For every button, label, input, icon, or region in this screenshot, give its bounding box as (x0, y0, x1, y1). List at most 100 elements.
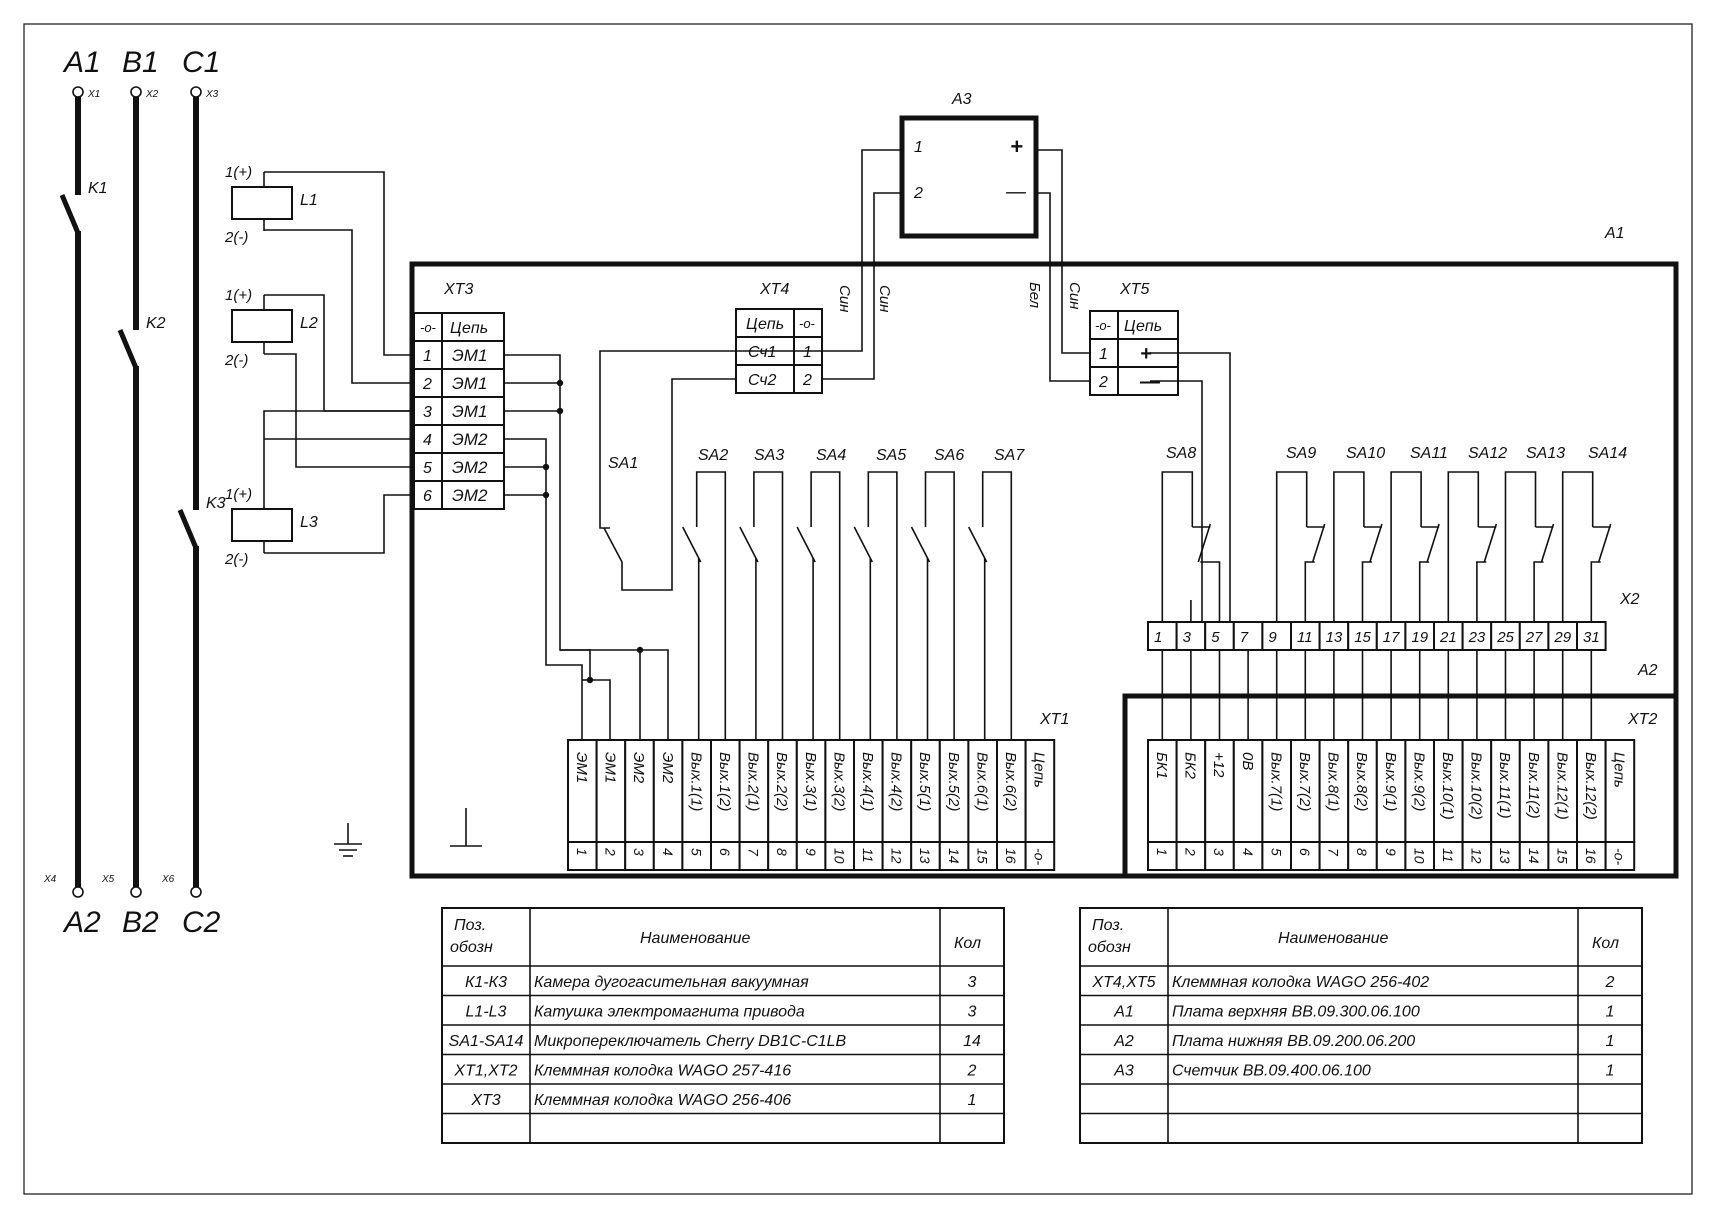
xt1-pin-number: 13 (917, 848, 933, 864)
switch-wire (981, 471, 1013, 740)
coil-wire (263, 410, 414, 494)
xt1-cell (910, 739, 941, 843)
table-cell-pos: SA1-SA14 (449, 1033, 524, 1050)
table-cell-pos: К1-К3 (465, 974, 507, 991)
switch-wire (924, 471, 955, 740)
switch-wire (810, 471, 841, 740)
xt1-pin-number: 1 (574, 848, 590, 856)
switch-wire (1476, 561, 1487, 622)
table-cell-qty: 1 (1606, 1063, 1615, 1080)
switch-label-SA5: SA5 (876, 447, 906, 464)
xt4-head-icon: -o- (799, 316, 816, 331)
junction-dot (556, 407, 564, 415)
xt2-pin-label: Вых.9(1) (1382, 752, 1399, 811)
xt1-pin-label: Вых.2(1) (745, 752, 762, 811)
xt3-pin-number: 3 (423, 404, 432, 421)
xt5-head-cell (1089, 310, 1119, 340)
xt2-pin-number: 14 (1526, 848, 1542, 864)
xt4-pin-label: Сч1 (748, 344, 776, 361)
xt2-pin-label: Цепь (1611, 752, 1628, 788)
wire-color-label: Бел (1026, 282, 1043, 309)
xt5-label: XT5 (1119, 281, 1149, 298)
xt1-cell (681, 739, 713, 843)
xt1-number-cell (767, 841, 798, 871)
xt5-pin-label: — (1139, 371, 1161, 393)
phase-terminal-label: X2 (145, 89, 159, 100)
coil-label-L1: L1 (300, 192, 318, 209)
x2-label: X2 (1619, 591, 1640, 608)
xt4-pin-label: Сч2 (748, 372, 776, 389)
table-cell-qty: 1 (968, 1092, 977, 1109)
switch-label-SA2: SA2 (698, 447, 728, 464)
xt2-cell (1147, 739, 1178, 843)
xt4-pin-number: 2 (802, 372, 812, 389)
xt2-number-cell (1547, 841, 1579, 871)
wire-color-label: Син (876, 285, 893, 312)
table-cell-qty: 1 (1606, 1004, 1615, 1021)
breaker-contact (59, 194, 81, 234)
x2-pin-number: 3 (1183, 629, 1192, 646)
xt2-number-cell (1490, 841, 1521, 871)
wire-color-label: Син (1066, 282, 1083, 309)
xt3-pin-number: 2 (422, 376, 432, 393)
xt2-pin-label: 0В (1239, 752, 1256, 770)
xt3-cell (441, 340, 505, 370)
xt2-pin-label: Вых.11(1) (1496, 752, 1513, 819)
xt1-number-cell (795, 841, 827, 871)
switch-wire (1418, 561, 1430, 622)
xt1-pin-number: 11 (860, 848, 876, 863)
xt1-cell (795, 739, 827, 843)
phase-top-label-B1: B1 (122, 46, 159, 79)
xt1-cell (624, 739, 655, 843)
x2-cell (1461, 621, 1493, 651)
switch-contact (1483, 523, 1498, 563)
xt5-head-label: Цепь (1124, 318, 1162, 335)
x2-pin-number: 5 (1211, 629, 1220, 646)
phase-terminal-label: X4 (43, 874, 57, 885)
x2-cell (1404, 621, 1436, 651)
phase-terminal-label: X3 (205, 89, 219, 100)
counter-plus-label: + (1010, 134, 1023, 159)
xt2-number-cell (1147, 841, 1178, 871)
xt2-pin-label: Вых.8(1) (1325, 752, 1342, 811)
terminal-circle (72, 886, 84, 898)
xt2-pin-number: 6 (1297, 848, 1313, 856)
x2-pin-number: 27 (1525, 629, 1543, 646)
table-header-pos: Поз. (454, 917, 486, 934)
xt2-label: XT2 (1627, 711, 1657, 728)
xt2-pin-label: Вых.11(2) (1525, 752, 1542, 819)
xt2-number-cell (1347, 841, 1378, 871)
xt2-cell (1204, 739, 1235, 843)
xt1-pin-label: Вых.6(1) (973, 752, 990, 811)
xt3-label: XT3 (443, 281, 473, 298)
x2-pin-number: 1 (1154, 629, 1162, 646)
table-header-name: Наименование (1278, 930, 1389, 947)
junction-dot (542, 491, 550, 499)
xt5-head-icon: -o- (1095, 318, 1112, 333)
switch-contact (681, 526, 702, 563)
em-wire (560, 649, 641, 740)
switch-contact (853, 526, 874, 563)
switch-label-SA3: SA3 (754, 447, 784, 464)
xt1-number-cell (1024, 841, 1056, 871)
xt2-pin-number: 7 (1326, 848, 1342, 857)
table-cell-qty: 3 (968, 1004, 977, 1021)
xt2-pin-number: 4 (1240, 848, 1256, 856)
switch-contact (967, 526, 988, 563)
xt2-pin-label: +12 (1210, 752, 1227, 778)
switch-wire (1361, 561, 1372, 622)
xt5-plus-wire (1150, 352, 1231, 622)
coil-wire (264, 494, 414, 554)
x2-pin-number: 17 (1383, 629, 1400, 646)
sa8-wire (1161, 471, 1194, 622)
switch-wire (1304, 561, 1315, 622)
board-a2-label: A2 (1637, 662, 1658, 679)
xt1-pin-number: 7 (746, 848, 762, 857)
xt2-pin-number: 12 (1469, 848, 1485, 864)
coil-label-L3: L3 (300, 514, 318, 531)
coil-plus-label: 1(+) (225, 287, 252, 304)
table-cell-pos: L1-L3 (466, 1004, 507, 1021)
xt2-pin-number: 13 (1497, 848, 1513, 864)
xt1-number-cell (567, 841, 598, 871)
table-cell-name: Микропереключатель Cherry DB1C-C1LB (534, 1033, 847, 1050)
